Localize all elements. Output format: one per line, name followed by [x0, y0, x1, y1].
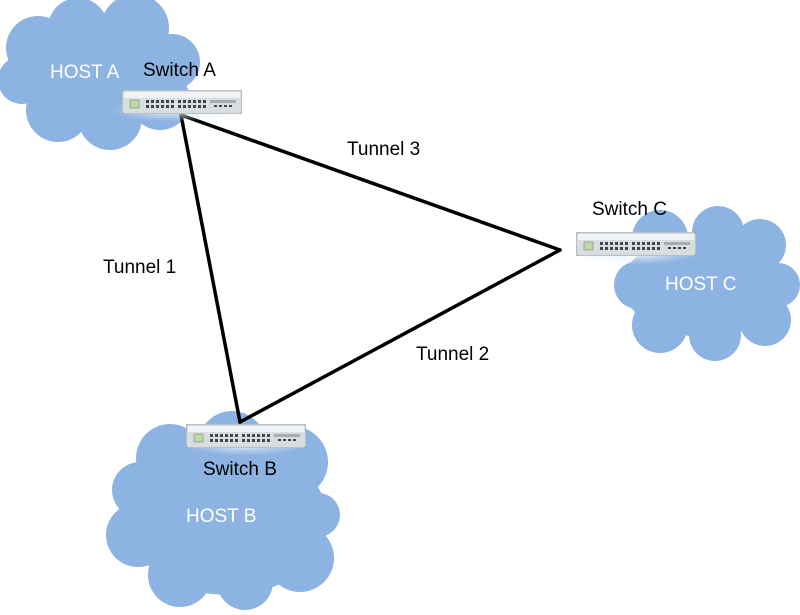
tunnel-1-line	[179, 113, 242, 424]
host-a-label: HOST A	[50, 62, 120, 83]
tunnel-3-line	[179, 113, 562, 252]
switch-c	[576, 232, 700, 265]
switch-b	[184, 424, 308, 456]
host-b-cloud	[106, 411, 340, 610]
tunnel-links	[179, 113, 562, 424]
switch-b-label: Switch B	[203, 459, 277, 480]
network-switch-icon	[576, 232, 696, 256]
host-a-cloud	[0, 0, 200, 150]
tunnel-2-line	[238, 248, 562, 424]
tunnel-2-label: Tunnel 2	[416, 344, 489, 365]
switch-a	[110, 90, 242, 122]
tunnel-1-label: Tunnel 1	[103, 257, 176, 278]
host-b-label: HOST B	[186, 506, 256, 527]
network-switch-icon	[122, 90, 242, 114]
network-switch-icon	[186, 424, 306, 448]
host-c-label: HOST C	[665, 274, 736, 295]
switch-c-label: Switch C	[592, 199, 667, 220]
switch-a-label: Switch A	[143, 60, 216, 81]
tunnel-3-label: Tunnel 3	[347, 139, 420, 160]
